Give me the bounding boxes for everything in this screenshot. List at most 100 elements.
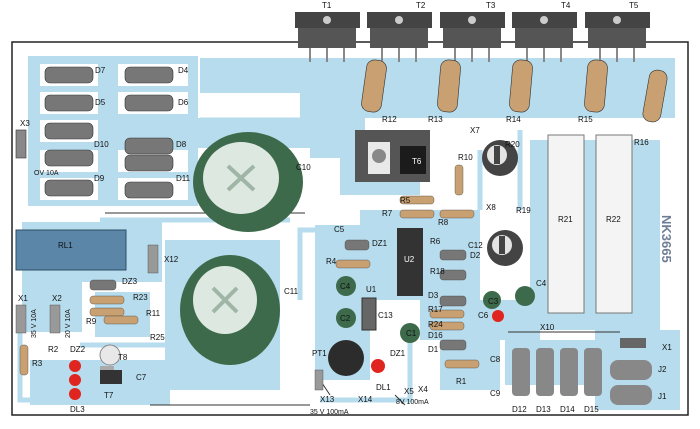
bridge-pt1 — [328, 340, 364, 376]
label-c3: C3 — [488, 297, 499, 306]
label-x10: X10 — [540, 323, 555, 332]
resistor-r16 — [642, 69, 668, 123]
label-r23: R23 — [133, 293, 148, 302]
diode-d8 — [124, 137, 174, 155]
transistor-t5 — [585, 12, 650, 62]
label-x2-rating: 20 V 10A — [65, 309, 72, 338]
label-dz3: DZ3 — [122, 277, 138, 286]
label-r1: R1 — [456, 377, 467, 386]
label-r19: R19 — [516, 206, 531, 215]
diode-d9 — [44, 179, 94, 197]
label-c2: C2 — [340, 314, 351, 323]
emitter-resistors — [361, 59, 668, 123]
label-rl1: RL1 — [58, 241, 73, 250]
power-resistor-r21 — [547, 134, 585, 314]
label-t8: T8 — [118, 353, 128, 362]
capacitor-c1 — [400, 323, 420, 343]
label-d6: D6 — [178, 98, 189, 107]
label-c4-left: C4 — [340, 282, 351, 291]
label-x1-rating: 35 V 10A — [31, 309, 38, 338]
trimmer-r20 — [482, 140, 518, 176]
capacitor-c10 — [193, 132, 303, 232]
label-r11: R11 — [146, 309, 161, 318]
label-r3: R3 — [32, 359, 43, 368]
label-j2: J2 — [658, 365, 667, 374]
label-d11: D11 — [176, 174, 191, 183]
label-r9: R9 — [86, 317, 97, 326]
label-c12: C12 — [468, 241, 483, 250]
label-c1: C1 — [406, 329, 417, 338]
label-c9: C9 — [490, 389, 501, 398]
label-d1: D1 — [428, 345, 439, 354]
diode-d11 — [124, 181, 174, 199]
label-r8: R8 — [438, 218, 449, 227]
label-r13: R13 — [428, 115, 443, 124]
label-r2: R2 — [48, 345, 59, 354]
capacitor-c11 — [180, 255, 280, 365]
resistor-r13 — [437, 59, 461, 113]
label-c5: C5 — [334, 225, 345, 234]
label-x1-left: X1 — [18, 294, 28, 303]
trimmer-r19 — [487, 230, 523, 266]
capacitor-c4 — [515, 286, 535, 306]
label-d10: D10 — [94, 140, 109, 149]
capacitor-c4-left — [336, 276, 356, 296]
resistor-r15 — [584, 59, 608, 113]
label-d13: D13 — [536, 405, 551, 414]
label-t1: T1 — [322, 1, 332, 10]
label-x13: X13 — [320, 395, 335, 404]
capacitor-c2 — [336, 308, 356, 328]
label-c13: C13 — [378, 311, 393, 320]
transistor-t8 — [99, 344, 121, 366]
ic-u2 — [397, 228, 423, 296]
small-parts — [15, 164, 480, 391]
label-dz1: DZ1 — [390, 349, 406, 358]
component-labels: T1 T2 T3 T4 T5 T6 T7 T8 R12 R13 R14 R15 … — [18, 1, 672, 416]
power-resistor-r22 — [595, 134, 633, 314]
label-x8: X8 — [486, 203, 496, 212]
label-u1: U1 — [366, 285, 377, 294]
label-d4: D4 — [178, 66, 189, 75]
label-x4-rating: 8V 100mA — [396, 399, 429, 406]
label-c10: C10 — [296, 163, 311, 172]
label-r7: R7 — [382, 209, 393, 218]
diode-d4 — [124, 66, 174, 84]
label-r4: R4 — [326, 257, 337, 266]
label-d2: D2 — [470, 251, 481, 260]
label-d7: D7 — [95, 66, 106, 75]
label-r16: R16 — [634, 138, 649, 147]
label-t7: T7 — [104, 391, 114, 400]
diode-d10 — [44, 149, 94, 167]
regulator-u1 — [361, 297, 377, 331]
label-r25: R25 — [150, 333, 165, 342]
label-c7: C7 — [136, 373, 147, 382]
label-d15: D15 — [584, 405, 599, 414]
label-j1: J1 — [658, 392, 667, 401]
label-d12: D12 — [512, 405, 527, 414]
label-c8: C8 — [490, 355, 501, 364]
label-d8: D8 — [176, 140, 187, 149]
leds — [69, 310, 504, 400]
label-r18: R18 — [430, 267, 445, 276]
fuse-x3 — [15, 129, 27, 159]
label-r5: R5 — [400, 196, 411, 205]
power-transistors — [295, 12, 650, 62]
diode-d11-upper — [124, 154, 174, 172]
label-r6: R6 — [430, 237, 441, 246]
label-d14: D14 — [560, 405, 575, 414]
label-dz2: DZ2 — [70, 345, 86, 354]
label-x14: X14 — [358, 395, 373, 404]
label-x13-rating: 35 V 100mA — [310, 409, 349, 416]
label-x4: X4 — [418, 385, 428, 394]
label-x2: X2 — [52, 294, 62, 303]
output-diodes — [512, 348, 602, 396]
label-c6: C6 — [478, 311, 489, 320]
diode-d6 — [124, 94, 174, 112]
diode-d5 — [44, 94, 94, 112]
label-x1-right: X1 — [662, 343, 672, 352]
rectifier-diodes — [44, 66, 174, 199]
label-t2: T2 — [416, 1, 426, 10]
diode-d7 — [44, 66, 94, 84]
label-r12: R12 — [382, 115, 397, 124]
